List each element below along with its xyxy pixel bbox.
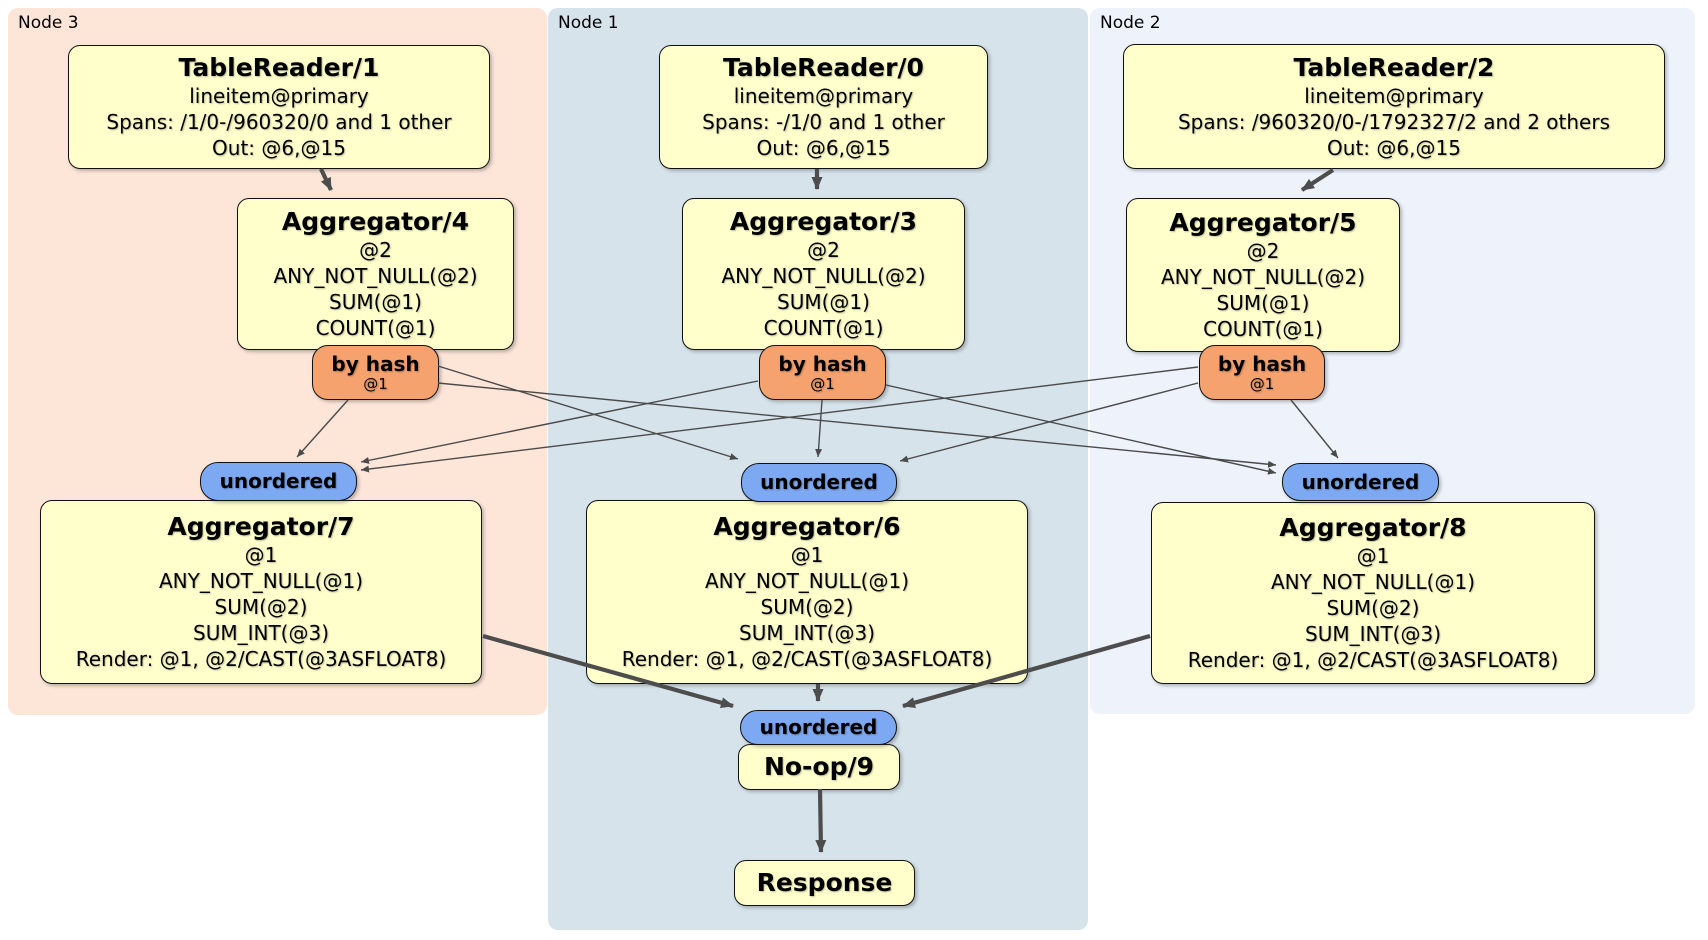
processor-detail-line: Render: @1, @2/CAST(@3ASFLOAT8)	[621, 647, 993, 671]
processor-detail-line: Out: @6,@15	[1327, 135, 1461, 160]
processor-detail-line: SUM(@2)	[760, 595, 854, 619]
processor-detail-line: lineitem@primary	[733, 84, 914, 108]
router-hash-column: @1	[810, 374, 835, 393]
processor-detail-line: @1	[1356, 544, 1390, 568]
processor-detail-line: lineitem@primary	[1304, 83, 1484, 108]
processor-detail-line: ANY_NOT_NULL(@2)	[721, 264, 926, 288]
sync-unordered-final: unordered	[740, 710, 897, 745]
processor-detail-line: ANY_NOT_NULL(@1)	[159, 569, 363, 593]
processor-detail-line: COUNT(@1)	[1203, 317, 1323, 341]
processor-detail-line: @2	[359, 238, 392, 262]
processor-aggregator-6: Aggregator/6 @1 ANY_NOT_NULL(@1) SUM(@2)…	[586, 500, 1028, 684]
processor-detail-line: SUM(@1)	[329, 290, 422, 314]
processor-detail-line: Spans: -/1/0 and 1 other	[702, 110, 945, 134]
processor-detail-line: SUM(@2)	[1326, 596, 1420, 620]
sync-unordered-node3: unordered	[200, 462, 357, 501]
processor-detail-line: SUM(@1)	[1216, 291, 1310, 315]
processor-title: Aggregator/3	[729, 207, 918, 236]
processor-detail-line: ANY_NOT_NULL(@2)	[273, 264, 478, 288]
processor-detail-line: ANY_NOT_NULL(@2)	[1161, 265, 1365, 289]
router-hash-column: @1	[1249, 374, 1275, 393]
processor-detail-line: @2	[1246, 239, 1280, 263]
processor-title: Aggregator/8	[1279, 513, 1467, 542]
processor-detail-line: ANY_NOT_NULL(@1)	[1271, 570, 1475, 594]
router-label: by hash	[331, 351, 420, 376]
processor-detail-line: Render: @1, @2/CAST(@3ASFLOAT8)	[1187, 648, 1559, 672]
processor-title: TableReader/1	[178, 53, 380, 82]
processor-detail-line: Out: @6,@15	[212, 136, 346, 160]
processor-detail-line: Spans: /960320/0-/1792327/2 and 2 others	[1177, 109, 1610, 134]
processor-tablereader-0: TableReader/0 lineitem@primary Spans: -/…	[659, 45, 988, 169]
sync-unordered-node1: unordered	[741, 463, 897, 502]
processor-title: TableReader/0	[723, 53, 924, 82]
processor-detail-line: @1	[244, 543, 278, 567]
processor-title: Aggregator/5	[1169, 208, 1357, 237]
processor-aggregator-8: Aggregator/8 @1 ANY_NOT_NULL(@1) SUM(@2)…	[1151, 502, 1595, 684]
processor-noop-9: No-op/9	[738, 744, 900, 790]
router-label: by hash	[778, 351, 867, 376]
processor-detail-line: SUM_INT(@3)	[193, 621, 329, 645]
processor-detail-line: Spans: /1/0-/960320/0 and 1 other	[106, 110, 452, 134]
processor-title: Aggregator/6	[713, 512, 901, 541]
processor-detail-line: Render: @1, @2/CAST(@3ASFLOAT8)	[75, 647, 447, 671]
router-hash-column: @1	[363, 374, 388, 393]
processor-title: Response	[756, 868, 893, 897]
processor-title: TableReader/2	[1293, 52, 1495, 82]
processor-tablereader-2: TableReader/2 lineitem@primary Spans: /9…	[1123, 44, 1665, 169]
router-by-hash-node1: by hash @1	[759, 345, 886, 400]
processor-detail-line: lineitem@primary	[189, 84, 369, 108]
processor-detail-line: SUM(@1)	[777, 290, 870, 314]
region-label-node3: Node 3	[18, 13, 79, 33]
processor-detail-line: ANY_NOT_NULL(@1)	[705, 569, 909, 593]
processor-detail-line: SUM(@2)	[214, 595, 308, 619]
sync-unordered-node2: unordered	[1282, 463, 1439, 501]
processor-title: No-op/9	[763, 752, 875, 781]
processor-aggregator-3: Aggregator/3 @2 ANY_NOT_NULL(@2) SUM(@1)…	[682, 198, 965, 350]
processor-detail-line: Out: @6,@15	[756, 136, 891, 160]
sync-label: unordered	[1301, 469, 1420, 494]
processor-response: Response	[734, 860, 915, 906]
processor-aggregator-4: Aggregator/4 @2 ANY_NOT_NULL(@2) SUM(@1)…	[237, 198, 514, 350]
processor-detail-line: @2	[807, 238, 840, 262]
sync-label: unordered	[219, 469, 338, 493]
region-label-node2: Node 2	[1100, 13, 1161, 33]
processor-tablereader-1: TableReader/1 lineitem@primary Spans: /1…	[68, 45, 490, 169]
processor-detail-line: COUNT(@1)	[315, 316, 436, 340]
processor-title: Aggregator/4	[281, 207, 470, 236]
processor-detail-line: @1	[790, 543, 824, 567]
region-label-node1: Node 1	[558, 13, 619, 33]
processor-detail-line: SUM_INT(@3)	[1305, 622, 1441, 646]
processor-detail-line: SUM_INT(@3)	[739, 621, 875, 645]
sync-label: unordered	[760, 470, 878, 494]
processor-aggregator-5: Aggregator/5 @2 ANY_NOT_NULL(@2) SUM(@1)…	[1126, 198, 1400, 352]
router-by-hash-node2: by hash @1	[1199, 345, 1325, 400]
processor-title: Aggregator/7	[167, 512, 355, 541]
router-label: by hash	[1217, 351, 1307, 376]
router-by-hash-node3: by hash @1	[312, 345, 439, 400]
processor-detail-line: COUNT(@1)	[763, 316, 884, 340]
sync-label: unordered	[759, 715, 878, 739]
processor-aggregator-7: Aggregator/7 @1 ANY_NOT_NULL(@1) SUM(@2)…	[40, 500, 482, 684]
